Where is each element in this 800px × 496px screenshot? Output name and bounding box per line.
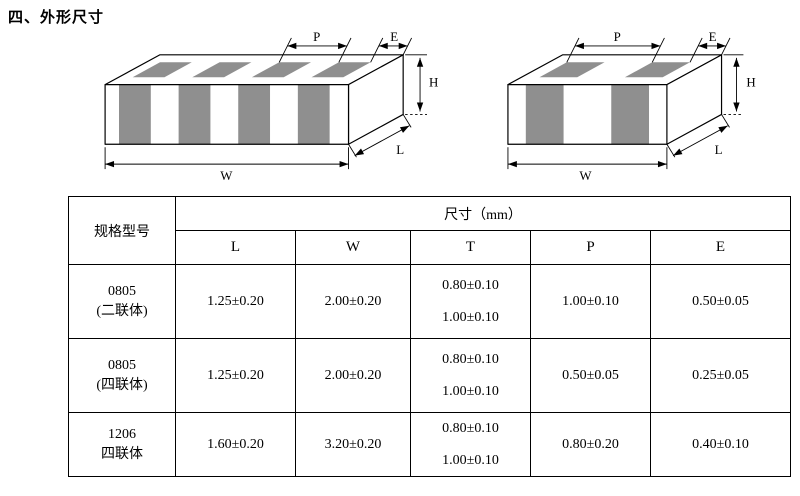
dim-label-e: E <box>709 30 717 44</box>
dim-label-p: P <box>614 30 621 44</box>
value-l: 1.60±0.20 <box>175 412 296 477</box>
model-type: (二联体) <box>96 303 148 319</box>
value-t-upper: 0.80±0.10 <box>442 420 499 436</box>
electrode-pad <box>132 62 192 78</box>
chip-diagram-4-element: P E H L W <box>104 30 438 183</box>
spec-model-cell: 0805 (四联体) <box>68 338 176 413</box>
model-code: 0805 <box>108 283 136 299</box>
dim-label-h: H <box>746 75 755 90</box>
value-l: 1.25±0.20 <box>175 338 296 413</box>
spec-model-cell: 0805 (二联体) <box>68 264 176 339</box>
table-row: 0805 (二联体) 1.25±0.20 2.00±0.20 0.80±0.10… <box>68 264 792 339</box>
model-code: 0805 <box>108 357 136 373</box>
electrode-pad <box>192 62 252 78</box>
dim-label-w: W <box>579 168 592 183</box>
value-t-upper: 0.80±0.10 <box>442 351 499 367</box>
electrode-pad <box>251 62 312 78</box>
dim-label-w: W <box>220 168 233 183</box>
section-title: 四、外形尺寸 <box>8 9 105 26</box>
dim-label-l: L <box>396 142 404 157</box>
value-p: 0.80±0.20 <box>530 412 651 477</box>
value-l: 1.25±0.20 <box>175 264 296 339</box>
dim-label-l: L <box>715 142 723 157</box>
dimension-table: 规格型号 尺寸（mm） L W T P E 0805 (二联体) 1.25±0.… <box>68 196 792 477</box>
value-t-upper: 0.80±0.10 <box>442 277 499 293</box>
value-t: 0.80±0.10 1.00±0.10 <box>410 264 531 339</box>
value-t: 0.80±0.10 1.00±0.10 <box>410 338 531 413</box>
value-t-lower: 1.00±0.10 <box>442 383 499 399</box>
value-t: 0.80±0.10 1.00±0.10 <box>410 412 531 477</box>
value-t-lower: 1.00±0.10 <box>442 452 499 468</box>
value-w: 3.20±0.20 <box>295 412 411 477</box>
chip-front-outline <box>507 84 668 145</box>
termination-band <box>238 84 271 145</box>
termination-band <box>611 84 650 145</box>
col-header-p: P <box>530 230 651 265</box>
col-header-e: E <box>649 230 792 265</box>
table-row: 1206 四联体 1.60±0.20 3.20±0.20 0.80±0.10 1… <box>68 412 792 477</box>
termination-band <box>297 84 330 145</box>
col-header-w: W <box>295 230 411 265</box>
col-header-l: L <box>175 230 296 265</box>
model-type: 四联体 <box>101 446 143 462</box>
model-type: (四联体) <box>96 377 148 393</box>
spec-model-header: 规格型号 <box>68 196 176 265</box>
dimension-mm-header: 尺寸（mm） <box>174 196 792 231</box>
table-header-row-1: 规格型号 尺寸（mm） <box>68 196 792 265</box>
dim-label-e: E <box>390 30 398 44</box>
value-w: 2.00±0.20 <box>295 264 411 339</box>
termination-band <box>178 84 211 145</box>
dim-label-p: P <box>313 30 320 44</box>
electrode-pad <box>311 62 371 78</box>
value-p: 1.00±0.10 <box>530 264 651 339</box>
termination-band <box>525 84 564 145</box>
spec-model-cell: 1206 四联体 <box>68 412 176 477</box>
electrode-pad <box>539 62 605 78</box>
col-header-t: T <box>410 230 531 265</box>
value-e: 0.25±0.05 <box>649 338 792 413</box>
model-code: 1206 <box>108 426 136 442</box>
chip-diagram-2-element: P E H L W <box>507 30 756 183</box>
chip-front-face <box>105 84 349 145</box>
termination-band <box>119 84 151 145</box>
table-row: 0805 (四联体) 1.25±0.20 2.00±0.20 0.80±0.10… <box>68 338 792 413</box>
value-t-lower: 1.00±0.10 <box>442 309 499 325</box>
dim-label-h: H <box>429 75 438 90</box>
value-e: 0.40±0.10 <box>649 412 792 477</box>
table-header-row-2: L W T P E <box>69 230 792 265</box>
value-w: 2.00±0.20 <box>295 338 411 413</box>
value-e: 0.50±0.05 <box>649 264 792 339</box>
value-p: 0.50±0.05 <box>530 338 651 413</box>
electrode-pad <box>624 62 691 78</box>
